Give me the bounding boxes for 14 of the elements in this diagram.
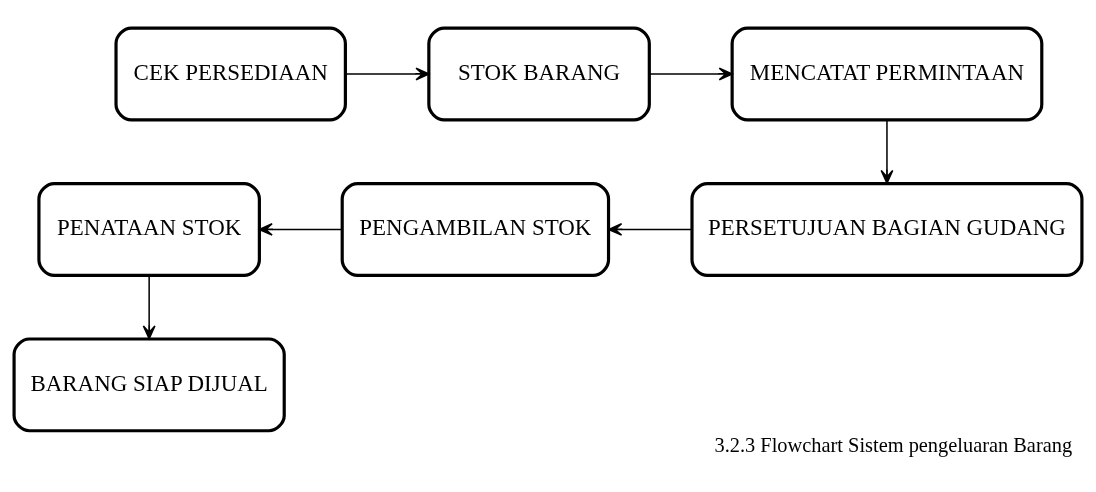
node-box: MENCATAT PERMINTAAN [730, 26, 1044, 122]
arrow [608, 222, 693, 236]
arrow [648, 67, 733, 81]
node-box: PERSETUJUAN BAGIAN GUDANG [690, 181, 1084, 277]
node-box: BARANG SIAP DIJUAL [12, 337, 286, 433]
caption: 3.2.3 Flowchart Sistem pengeluaran Barang [714, 434, 1073, 457]
arrow [880, 119, 894, 184]
node-box: STOK BARANG [427, 26, 651, 122]
arrow [345, 67, 430, 81]
node-box: CEK PERSEDIAAN [114, 26, 347, 122]
node-box: PENGAMBILAN STOK [340, 181, 611, 277]
node-box: PENATAAN STOK [37, 181, 261, 277]
arrow [142, 274, 156, 340]
arrow [258, 222, 343, 236]
